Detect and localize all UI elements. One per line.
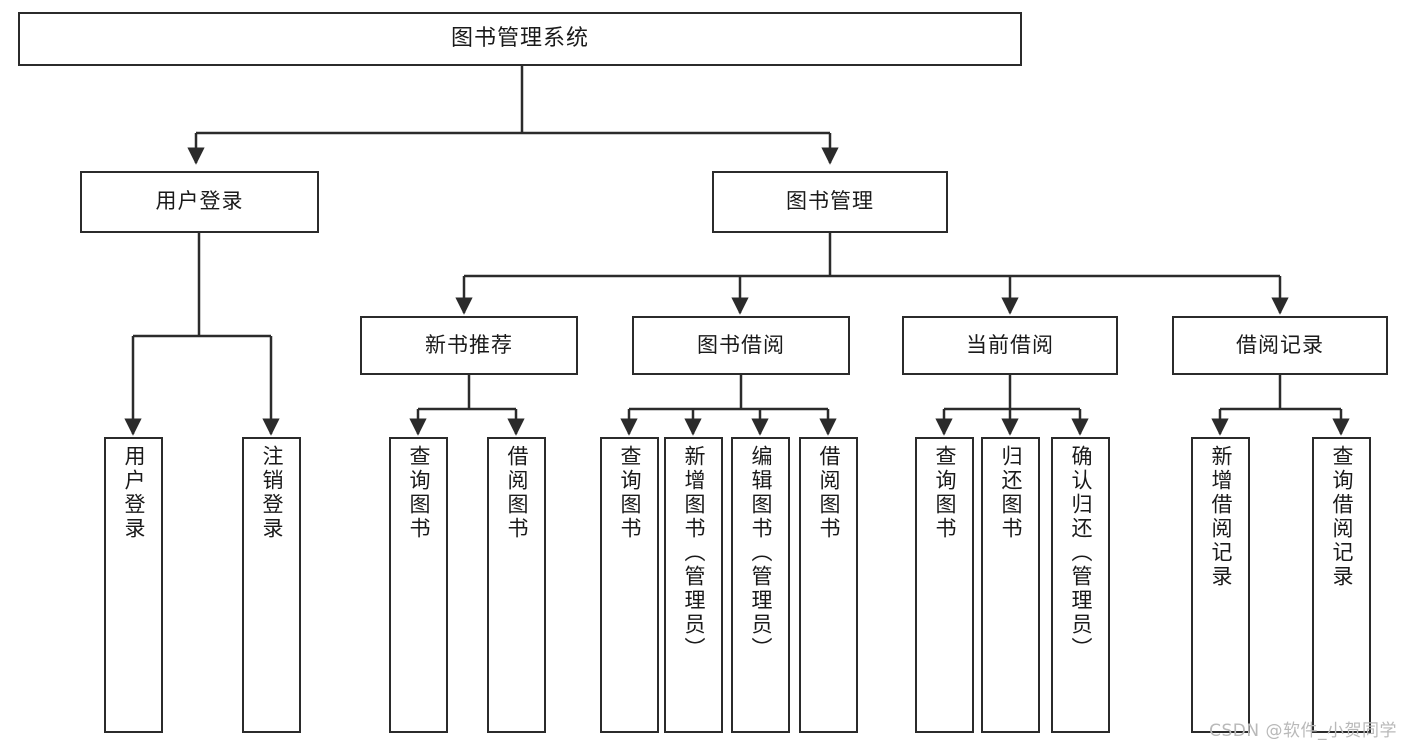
node-add-borrow-record[interactable]: 新增借阅记录 [1191, 437, 1250, 733]
watermark: CSDN @软件_小贺同学 [1209, 721, 1397, 741]
node-user-logout-action[interactable]: 注销登录 [242, 437, 301, 733]
node-query-borrow-record-label: 查询借阅记录 [1330, 445, 1354, 589]
node-user-login-action[interactable]: 用户登录 [104, 437, 163, 733]
node-query-borrow-record[interactable]: 查询借阅记录 [1312, 437, 1371, 733]
node-user-login-action-label: 用户登录 [122, 445, 146, 541]
node-user-login[interactable]: 用户登录 [80, 171, 319, 233]
node-book-borrow[interactable]: 图书借阅 [632, 316, 850, 375]
node-borrow-book[interactable]: 借阅图书 [799, 437, 858, 733]
node-query-book-current[interactable]: 查询图书 [915, 437, 974, 733]
node-new-book-recommend-label: 新书推荐 [425, 332, 513, 357]
node-current-borrow[interactable]: 当前借阅 [902, 316, 1118, 375]
node-borrow-book-label: 借阅图书 [817, 445, 841, 541]
node-book-management-label: 图书管理 [786, 189, 874, 214]
node-new-book-recommend[interactable]: 新书推荐 [360, 316, 578, 375]
node-return-book[interactable]: 归还图书 [981, 437, 1040, 733]
node-user-logout-action-label: 注销登录 [260, 445, 284, 541]
node-current-borrow-label: 当前借阅 [966, 332, 1054, 357]
node-root[interactable]: 图书管理系统 [18, 12, 1022, 66]
node-add-borrow-record-label: 新增借阅记录 [1209, 445, 1233, 589]
node-return-book-label: 归还图书 [999, 445, 1023, 541]
node-confirm-return-admin[interactable]: 确认归还（管理员） [1051, 437, 1110, 733]
node-add-book-admin-label: 新增图书（管理员） [682, 445, 706, 661]
node-edit-book-admin-label: 编辑图书（管理员） [749, 445, 773, 661]
node-borrow-record[interactable]: 借阅记录 [1172, 316, 1388, 375]
node-user-login-label: 用户登录 [155, 189, 244, 214]
node-query-book-borrow[interactable]: 查询图书 [600, 437, 659, 733]
node-root-label: 图书管理系统 [450, 25, 589, 51]
node-borrow-book-recommend[interactable]: 借阅图书 [487, 437, 546, 733]
node-book-borrow-label: 图书借阅 [697, 332, 785, 357]
node-borrow-book-recommend-label: 借阅图书 [505, 445, 529, 541]
node-query-book-borrow-label: 查询图书 [618, 445, 642, 541]
node-book-management[interactable]: 图书管理 [712, 171, 948, 233]
node-confirm-return-admin-label: 确认归还（管理员） [1069, 445, 1093, 661]
node-edit-book-admin[interactable]: 编辑图书（管理员） [731, 437, 790, 733]
node-borrow-record-label: 借阅记录 [1236, 332, 1324, 357]
node-query-book-recommend-label: 查询图书 [407, 445, 431, 541]
node-query-book-current-label: 查询图书 [933, 445, 957, 541]
node-query-book-recommend[interactable]: 查询图书 [389, 437, 448, 733]
node-add-book-admin[interactable]: 新增图书（管理员） [664, 437, 723, 733]
